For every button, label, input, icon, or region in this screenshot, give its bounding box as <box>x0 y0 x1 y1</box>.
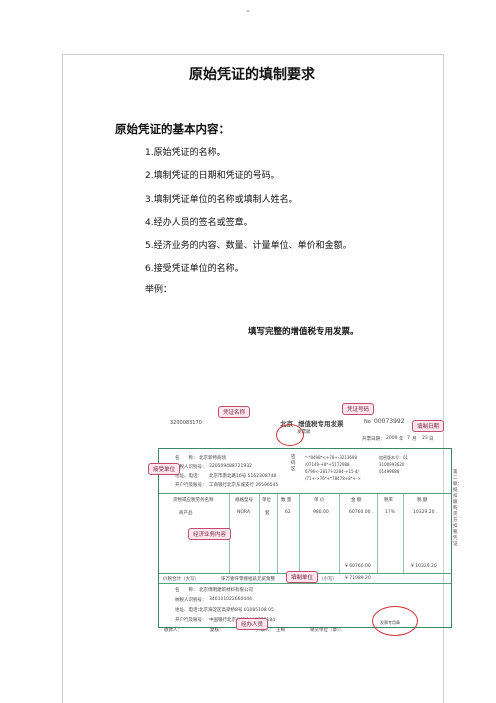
total-words: 柒万壹仟零捌拾玖元贰角整 <box>221 577 275 582</box>
buyer-bank-label: 开户行及账号： <box>175 483 207 488</box>
line-qty: 62 <box>285 510 291 515</box>
footer-seller-seal-label: 销货单位（章）： <box>310 628 344 633</box>
buyer-address: 北京市南北路16号 5162308748 <box>209 474 277 479</box>
list-item: 5.经济业务的内容、数量、计量单位、单价和金额。 <box>145 241 352 252</box>
invoice-date-day: 23 <box>422 436 428 441</box>
seller-address-label: 地址、电话： <box>175 608 202 613</box>
content-list: 1.原始凭证的名称。 2.填制凭证的日期和凭证的号码。 3.填制凭证单位的名称或… <box>145 145 352 285</box>
callout-voucher-number: 凭证号码 <box>342 403 375 415</box>
callout-filling-unit: 填制单位 <box>286 571 319 583</box>
invoice-title: 增值税专用发票 <box>298 420 344 428</box>
total-small-label: （小写） <box>319 577 337 582</box>
callout-handler: 经办人员 <box>236 618 269 630</box>
invoice-number: 00073992 <box>374 418 405 425</box>
invoice-date-month: 7 <box>407 436 410 441</box>
callout-voucher-name: 凭证名称 <box>218 406 251 418</box>
callout-fill-date: 填制日期 <box>412 420 445 432</box>
callout-receiving-unit: 接受单位 <box>148 463 181 475</box>
buyer-address-label: 地址、电话： <box>175 474 202 479</box>
col-spec: 规格型号 <box>235 498 253 503</box>
section-heading: 原始凭证的基本内容： <box>115 122 230 136</box>
total-label: 价税合计（大写） <box>163 577 199 582</box>
cipher-code: 3100993620 <box>379 462 405 467</box>
invoice-seal <box>372 606 418 636</box>
line-unit: 套 <box>265 511 270 516</box>
line-price: 980.00 <box>313 510 329 515</box>
buyer-name: 北京新特商场 <box>199 456 226 461</box>
seller-name: 北京博明建筑材料有限公司 <box>199 588 253 593</box>
col-rate: 税率 <box>384 498 393 503</box>
col-tax: 税 额 <box>417 498 428 503</box>
seller-taxid: 346101022660444 <box>209 597 252 602</box>
seller-name-label: 名 称： <box>175 588 198 593</box>
buyer-taxid-label: 纳税人识别号： <box>175 465 207 470</box>
invoice-code: 3200083170 <box>170 420 202 426</box>
footer-payee: 收款人： <box>164 628 182 633</box>
items-block: 货物或应税劳务名称 规格型号 单位 数 量 单 价 金 额 税率 税 额 商产品… <box>159 493 451 574</box>
cipher-line: /71+->76*+*78478+8*+-> <box>305 476 361 481</box>
cipher-line: *-*8498*<+78+-3213698 <box>305 455 358 460</box>
col-qty: 数 量 <box>281 498 292 503</box>
buyer-taxid: 320509488721932 <box>209 464 252 469</box>
invoice-date-day-unit: 日 <box>429 437 434 442</box>
line-rate: 17% <box>385 510 396 515</box>
line-spec: NORA <box>237 510 250 515</box>
buyer-bank: 工商银行北京东城支行 26596545 <box>209 483 279 488</box>
col-amount: 金 额 <box>351 498 362 503</box>
subtotal-amount: ¥ 60760.00 <box>345 564 371 569</box>
list-item: 3.填制凭证单位的名称或填制人姓名。 <box>145 194 298 205</box>
example-label: 举例： <box>145 285 173 295</box>
invoice-side-note: 第二联：抵扣联 购货方扣税凭证 <box>453 470 462 547</box>
cipher-number: 01499688 <box>379 469 400 474</box>
invoice-number-label: No <box>364 419 371 425</box>
page-marker <box>247 10 249 12</box>
total-small: ¥ 71089.20 <box>345 576 371 581</box>
line-tax: 10329.20 <box>413 510 435 515</box>
line-amount: 60760.00 <box>349 510 371 515</box>
cipher-area-label: 密码区 <box>291 455 296 472</box>
col-unit: 单位 <box>262 498 271 503</box>
list-item: 4.经办人员的签名或签章。 <box>145 217 253 228</box>
invoice-header: 3200083170 北京 增值税专用发票 发票联 No 00073992 开票… <box>150 400 462 460</box>
invoice-date-year: 2009 <box>386 436 398 441</box>
subtotal-tax: ¥ 10329.20 <box>411 564 437 569</box>
seller-address: 北京海淀区高梁桥8号 01085108 05 <box>199 608 274 613</box>
invoice-date-label: 开票日期： <box>362 437 385 442</box>
cipher-line: /07149-+8*+5172988 <box>305 462 350 467</box>
seal-text: 发票专用章 <box>380 620 400 625</box>
cipher-line: 6796<-2817+2284-+15-4/ <box>305 469 359 474</box>
list-item: 2.填制凭证的日期和凭证的号码。 <box>145 171 280 182</box>
invoice-date-month-unit: 月 <box>412 437 417 442</box>
vat-invoice-image: 3200083170 北京 增值税专用发票 发票联 No 00073992 开票… <box>148 400 462 636</box>
document-title: 原始凭证的填制要求 <box>189 67 315 83</box>
supervision-seal <box>276 424 304 446</box>
footer-drawer-name: 王梅 <box>276 628 285 633</box>
col-price: 单 价 <box>314 498 325 503</box>
footer-checker: 复核： <box>210 628 224 633</box>
list-item: 1.原始凭证的名称。 <box>145 148 226 158</box>
footer-drawer: 开票人： <box>256 628 274 633</box>
line-item: 商产品 <box>179 511 193 516</box>
invoice-date-year-unit: 年 <box>399 437 404 442</box>
col-item: 货物或应税劳务名称 <box>173 498 214 503</box>
buyer-name-label: 名 称： <box>175 456 198 461</box>
cipher-version: 加密版本号：01 <box>379 455 409 460</box>
example-caption: 填写完整的增值税专用发票。 <box>248 327 359 337</box>
document-page <box>62 54 444 703</box>
seller-bank-label: 开户行及账号： <box>175 618 207 623</box>
list-item: 6.接受凭证单位的名称。 <box>145 264 244 275</box>
seller-taxid-label: 纳税人识别号： <box>175 598 207 603</box>
callout-business-content: 经济业务内容 <box>188 528 232 540</box>
